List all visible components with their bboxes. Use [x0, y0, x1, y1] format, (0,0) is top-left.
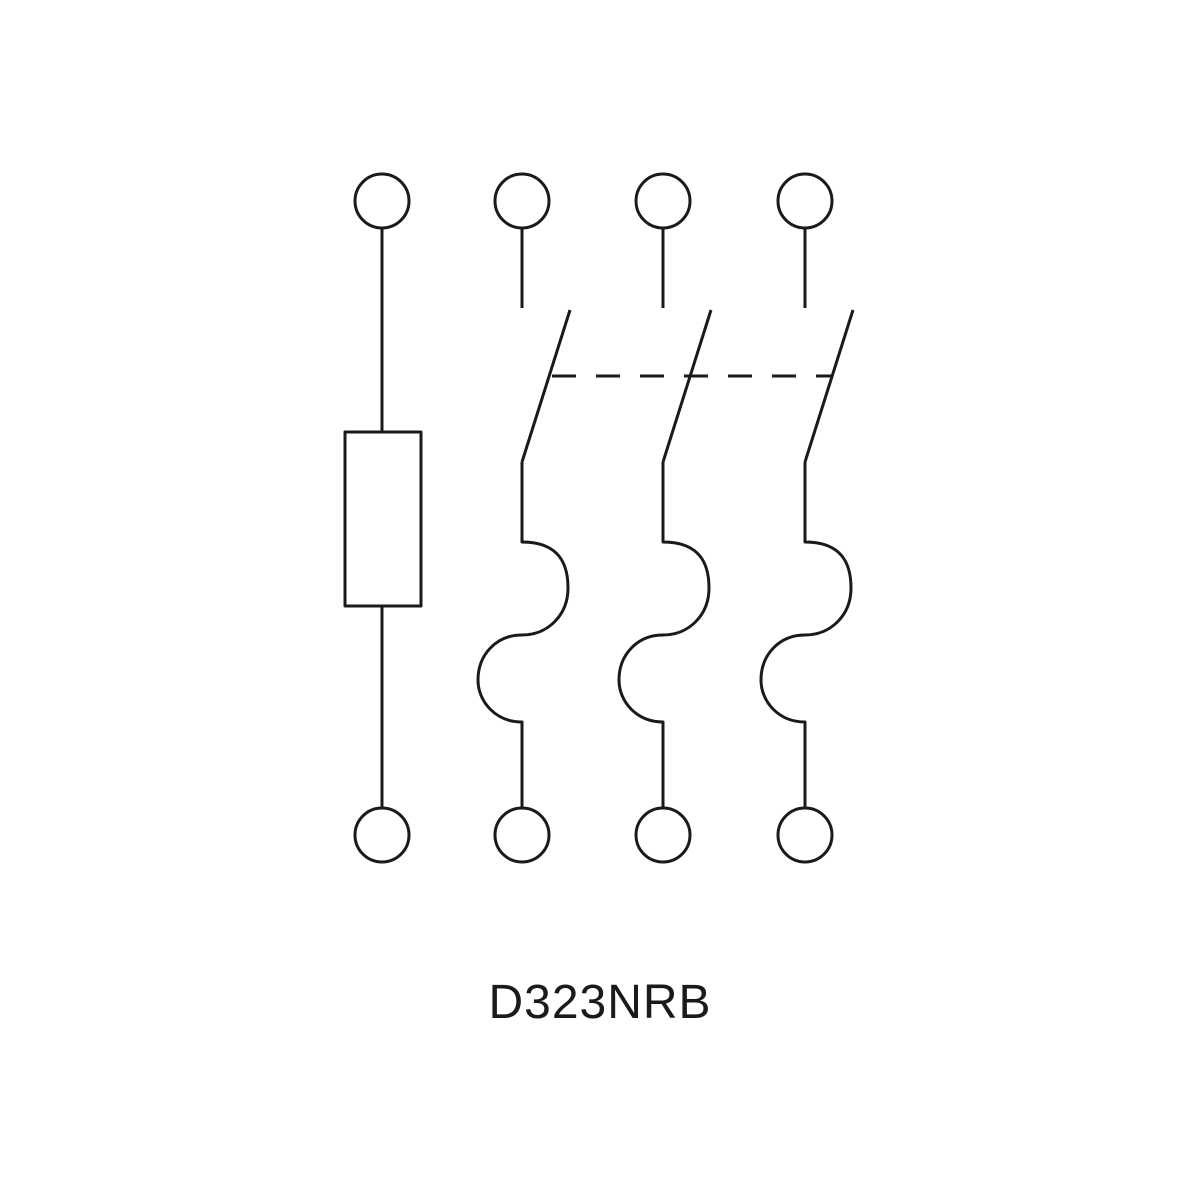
- terminal-bottom-3: [634, 806, 692, 864]
- terminal-top-3: [634, 172, 692, 230]
- pole-2-switch-blade: [661, 309, 713, 463]
- terminal-top-2: [493, 172, 551, 230]
- pole-3-switch-blade: [803, 309, 855, 463]
- pole-2-thermal-element: [617, 462, 711, 808]
- terminal-bottom-2: [493, 806, 551, 864]
- breaker-pole-2: [617, 172, 713, 864]
- breaker-pole-3: [759, 172, 855, 864]
- pole-1-thermal-element: [476, 462, 570, 808]
- terminal-bottom-4: [776, 806, 834, 864]
- terminal-top-1: [353, 172, 411, 230]
- pole-1-switch-blade: [520, 309, 572, 463]
- fuse-pole: [343, 172, 423, 864]
- fuse-symbol: [343, 430, 423, 608]
- pole-3-thermal-element: [759, 462, 853, 808]
- terminal-bottom-1: [353, 806, 411, 864]
- model-label: D323NRB: [488, 976, 712, 1029]
- terminal-top-4: [776, 172, 834, 230]
- breaker-pole-1: [476, 172, 572, 864]
